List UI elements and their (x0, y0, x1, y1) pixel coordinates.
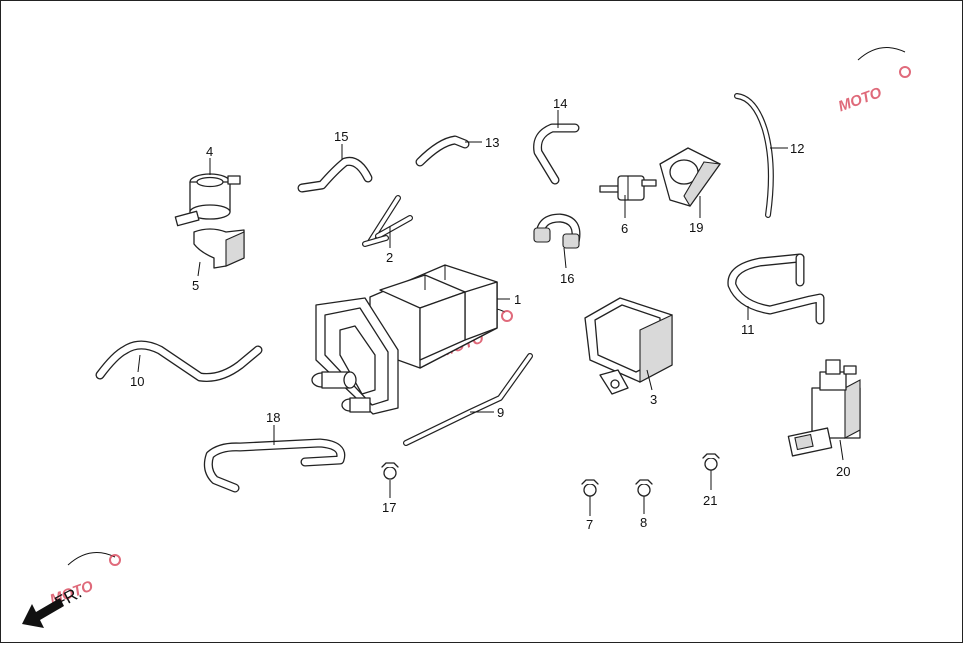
part-2-y-joint (362, 195, 413, 247)
callout-12: 12 (790, 141, 804, 156)
part-14-hose (533, 123, 580, 185)
part-19-mount (659, 147, 721, 208)
callout-8: 8 (640, 515, 647, 530)
leader-lines (137, 110, 844, 516)
part-20-solenoid (787, 359, 861, 457)
callout-11: 11 (741, 322, 755, 337)
part-10-hose (95, 340, 263, 382)
part-8-clip (635, 479, 653, 497)
part-21-clip (702, 453, 720, 471)
callout-6: 6 (621, 221, 628, 236)
part-16-u-connector (533, 213, 581, 249)
callout-9: 9 (497, 405, 504, 420)
part-17-clip (381, 462, 399, 480)
part-13-hose (415, 135, 470, 167)
callout-20: 20 (836, 464, 850, 479)
part-15-hose (297, 156, 373, 193)
callout-5: 5 (192, 278, 199, 293)
callout-18: 18 (266, 410, 280, 425)
part-1-canister (311, 264, 498, 415)
callout-3: 3 (650, 392, 657, 407)
part-3-bracket (584, 297, 673, 395)
callout-16: 16 (560, 271, 574, 286)
watermark-logo-top-right: MOTO (836, 47, 911, 115)
part-4-valve (174, 173, 241, 227)
part-6-filter (599, 175, 657, 201)
part-7-clip (581, 479, 599, 497)
callout-10: 10 (130, 374, 144, 389)
callout-7: 7 (586, 517, 593, 532)
callout-17: 17 (382, 500, 396, 515)
callout-4: 4 (206, 144, 213, 159)
part-11-hose (727, 253, 825, 325)
callout-13: 13 (485, 135, 499, 150)
part-9-tube (403, 353, 533, 446)
callout-2: 2 (386, 250, 393, 265)
callout-15: 15 (334, 129, 348, 144)
callout-19: 19 (689, 220, 703, 235)
part-5-clamp (193, 228, 245, 269)
part-12-tube (734, 93, 774, 218)
svg-text:MOTO: MOTO (836, 84, 884, 115)
part-18-hose (203, 438, 346, 493)
callout-14: 14 (553, 96, 567, 111)
front-direction-arrow: FR. (22, 583, 85, 628)
callout-1: 1 (514, 292, 521, 307)
callout-21: 21 (703, 493, 717, 508)
